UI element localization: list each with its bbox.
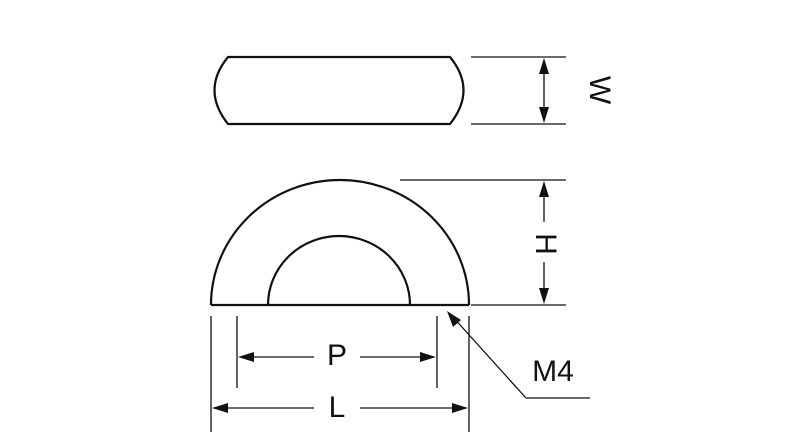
p-arrow-right <box>420 352 436 362</box>
h-arrow-bottom <box>539 288 549 304</box>
m4-leader-arrow <box>447 311 461 327</box>
width-label: W <box>583 76 616 105</box>
w-arrow-top <box>539 58 549 74</box>
top-view-outline <box>213 55 465 126</box>
front-view-inner-arch <box>266 234 412 306</box>
front-view-outer-arch <box>209 178 471 306</box>
l-arrow-left <box>212 403 228 413</box>
m4-leader-line <box>451 315 527 399</box>
pitch-label: P <box>327 339 347 372</box>
height-label: H <box>529 233 562 255</box>
l-arrow-right <box>452 403 468 413</box>
thread-label: M4 <box>532 355 574 388</box>
p-arrow-left <box>238 352 254 362</box>
length-label: L <box>329 391 346 424</box>
h-arrow-top <box>539 181 549 197</box>
w-arrow-bottom <box>539 107 549 123</box>
